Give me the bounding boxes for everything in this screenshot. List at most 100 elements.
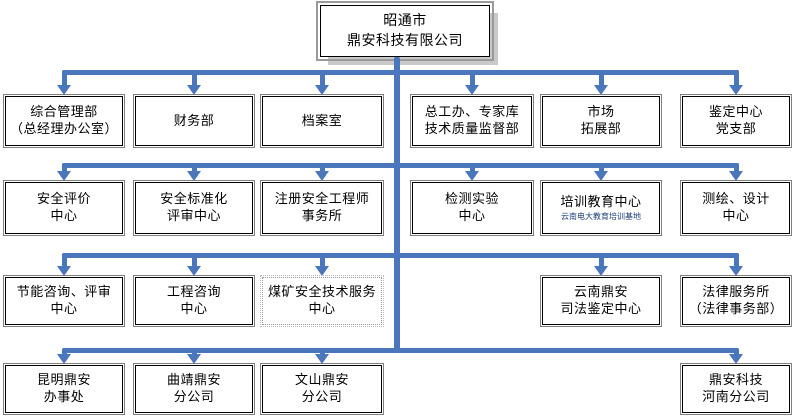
node-line: 中心 [722, 209, 750, 224]
node-line: 培训教育中心 [560, 195, 642, 210]
level-bus-3 [61, 348, 739, 353]
node-line: 档案室 [301, 113, 343, 129]
node-line: 法律服务所 [702, 285, 770, 300]
arrow-l4c1 [57, 354, 71, 364]
org-node-l4c1[interactable]: 昆明鼎安办事处 [3, 363, 125, 415]
drop-l3c2 [191, 253, 197, 270]
org-node-l3c2[interactable]: 工程咨询中心 [133, 275, 255, 327]
org-node-l4c3[interactable]: 文山鼎安分公司 [260, 363, 384, 415]
node-line: 分公司 [301, 390, 343, 405]
drop-l3c3 [319, 253, 325, 270]
drop-l1c5 [598, 70, 604, 89]
main-spine [394, 57, 400, 353]
drop-l1c3 [319, 70, 325, 89]
org-node-l2c5[interactable]: 培训教育中心云南电大教育培训基地 [540, 180, 662, 236]
node-line: 中心 [50, 302, 78, 317]
org-node-l1c2[interactable]: 财务部 [133, 94, 255, 148]
arrow-l2c5 [594, 171, 608, 181]
arrow-l3c6 [729, 266, 743, 276]
node-line: 昆明鼎安 [36, 373, 91, 388]
node-line: 测绘、设计 [702, 192, 770, 207]
arrow-l2c6 [729, 171, 743, 181]
node-line: 昭通市 [383, 13, 427, 29]
arrow-l1c3 [315, 85, 329, 95]
node-subline: 云南电大教育培训基地 [561, 212, 641, 221]
level-bus-0 [61, 70, 739, 75]
drop-l1c4 [469, 70, 475, 89]
org-node-l1c3[interactable]: 档案室 [260, 94, 384, 148]
arrow-l1c1 [57, 85, 71, 95]
node-line: 中心 [308, 302, 336, 317]
arrow-l1c5 [594, 85, 608, 95]
drop-l4c3 [319, 348, 325, 358]
node-line: 分公司 [173, 390, 215, 405]
arrow-l3c5 [594, 266, 608, 276]
arrow-l4c2 [187, 354, 201, 364]
org-node-l2c1[interactable]: 安全评价中心 [3, 180, 125, 236]
arrow-l1c4 [465, 85, 479, 95]
drop-l4c1 [61, 348, 67, 358]
node-line: （法律事务部） [688, 302, 784, 317]
drop-l2c6 [733, 163, 739, 175]
arrow-l2c4 [465, 171, 479, 181]
node-line: 节能咨询、评审 [16, 285, 112, 300]
drop-l3c1 [61, 253, 67, 270]
org-node-l3c1[interactable]: 节能咨询、评审中心 [3, 275, 125, 327]
node-line: 总工办、专家库 [424, 105, 520, 120]
org-node-root[interactable]: 昭通市鼎安科技有限公司 [316, 1, 494, 61]
arrow-l3c3 [315, 266, 329, 276]
drop-l2c3 [319, 163, 325, 175]
node-line: 综合管理部 [30, 105, 98, 120]
arrow-l1c6 [729, 85, 743, 95]
node-line: 事务所 [301, 209, 343, 224]
arrow-l1c2 [187, 85, 201, 95]
node-line: 煤矿安全技术服务 [267, 285, 376, 300]
arrow-l4c6 [729, 354, 743, 364]
org-node-l4c2[interactable]: 曲靖鼎安分公司 [133, 363, 255, 415]
org-node-l2c4[interactable]: 检测实验中心 [410, 180, 534, 236]
node-line: 中心 [50, 209, 78, 224]
org-node-l1c1[interactable]: 综合管理部 （总经理办公室） [3, 94, 125, 148]
org-node-l1c6[interactable]: 鉴定中心党支部 [680, 94, 792, 148]
node-line: 党支部 [715, 122, 757, 137]
drop-l2c2 [191, 163, 197, 175]
node-line: 中心 [180, 302, 208, 317]
node-line: （总经理办公室） [9, 122, 118, 137]
node-line: 曲靖鼎安 [166, 373, 221, 388]
node-line: 鼎安科技有限公司 [347, 33, 463, 49]
node-line: 河南分公司 [702, 390, 770, 405]
node-line: 安全标准化 [160, 192, 228, 207]
arrow-l4c3 [315, 354, 329, 364]
node-line: 办事处 [43, 390, 85, 405]
arrow-l2c1 [57, 171, 71, 181]
drop-l3c6 [733, 253, 739, 270]
drop-l1c6 [733, 70, 739, 89]
org-node-l1c4[interactable]: 总工办、专家库技术质量监督部 [410, 94, 534, 148]
arrow-l2c2 [187, 171, 201, 181]
node-line: 安全评价 [36, 192, 91, 207]
org-node-l3c3[interactable]: 煤矿安全技术服务中心 [260, 275, 384, 327]
drop-l4c6 [733, 348, 739, 358]
drop-l2c1 [61, 163, 67, 175]
node-line: 司法鉴定中心 [560, 302, 642, 317]
org-node-l2c3[interactable]: 注册安全工程师事务所 [260, 180, 384, 236]
level-bus-1 [61, 163, 739, 168]
org-node-l1c5[interactable]: 市场拓展部 [540, 94, 662, 148]
node-line: 检测实验 [444, 192, 499, 207]
org-node-l2c2[interactable]: 安全标准化评审中心 [133, 180, 255, 236]
org-node-l4c6[interactable]: 鼎安科技河南分公司 [680, 363, 792, 415]
org-node-l3c5[interactable]: 云南鼎安司法鉴定中心 [540, 275, 662, 327]
node-line: 注册安全工程师 [274, 192, 370, 207]
node-line: 云南鼎安 [573, 285, 628, 300]
drop-l1c1 [61, 70, 67, 89]
arrow-l3c2 [187, 266, 201, 276]
org-node-l2c6[interactable]: 测绘、设计中心 [680, 180, 792, 236]
org-node-l3c6[interactable]: 法律服务所 （法律事务部） [680, 275, 792, 327]
drop-l4c2 [191, 348, 197, 358]
drop-l2c5 [598, 163, 604, 175]
level-bus-2 [61, 253, 739, 258]
drop-l2c4 [469, 163, 475, 175]
node-line: 中心 [458, 209, 486, 224]
node-line: 文山鼎安 [294, 373, 349, 388]
